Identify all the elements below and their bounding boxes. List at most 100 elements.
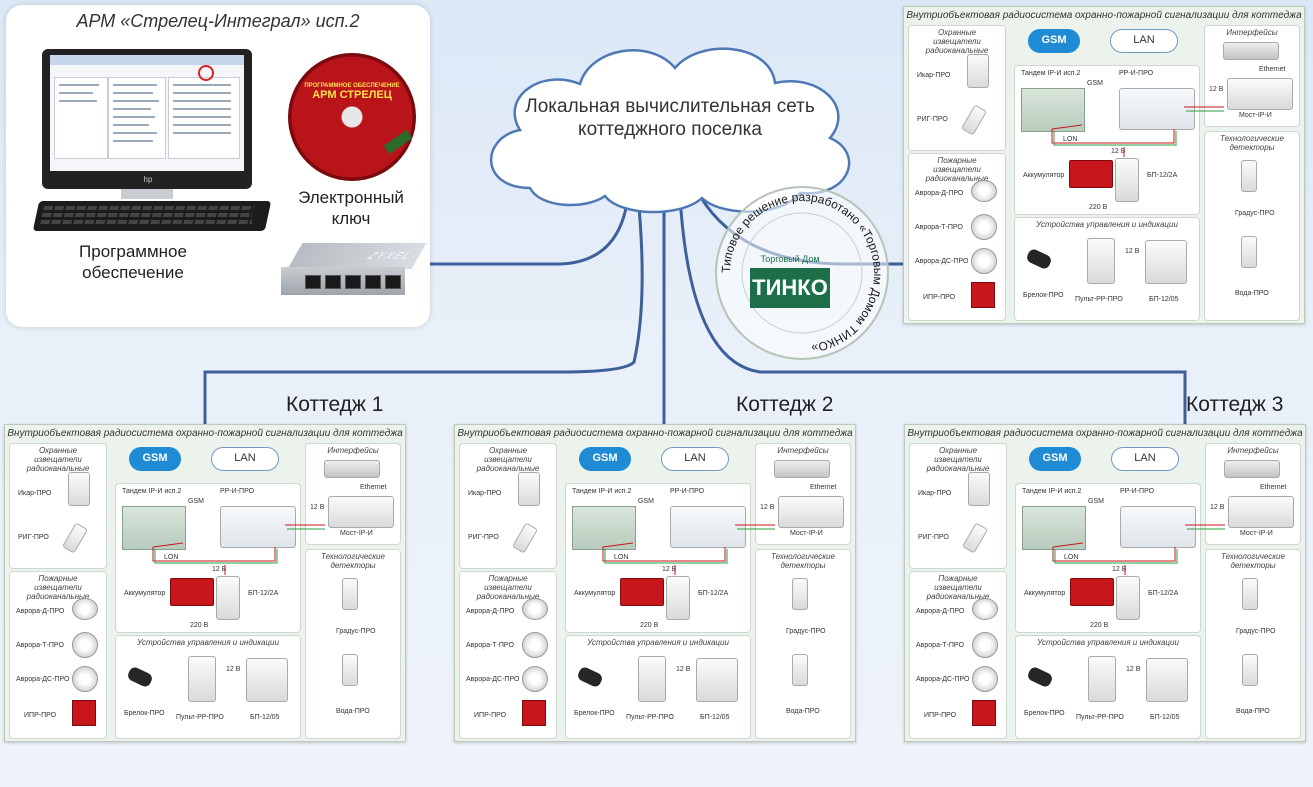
cottage-label-2: Коттедж 2 <box>736 393 834 416</box>
console-icon <box>1087 238 1115 284</box>
temperature-detector-icon <box>1241 160 1257 192</box>
security-detectors-box: Охранные извещатели радиоканальные Икар-… <box>459 443 557 569</box>
security-title: Охранные извещатели радиоканальные <box>926 446 990 473</box>
panel-title: Внутриобъектовая радиосистема охранно-по… <box>906 10 1302 21</box>
psu-device-icon <box>1115 158 1139 202</box>
psu-label: БП-12/2А <box>1147 172 1178 179</box>
bridge-label: Мост-IP-И <box>1239 112 1272 119</box>
security-title: Охранные извещатели радиоканальные <box>26 446 90 473</box>
software-label-line1: Программное <box>79 242 187 261</box>
temperature-detector-icon <box>342 578 358 610</box>
control-12v-label: 12 В <box>676 666 691 673</box>
tandem-label: Тандем IP-И исп.2 <box>572 488 632 495</box>
keyboard <box>32 201 272 231</box>
temperature-detector-icon <box>1242 578 1258 610</box>
ethernet-label: Ethernet <box>1259 66 1286 73</box>
heat-detector-icon <box>72 632 98 658</box>
rr-label: РР-И-ПРО <box>1120 488 1155 495</box>
tandem-gsm-label: GSM <box>188 498 204 505</box>
voda-label: Вода-ПРО <box>786 708 820 715</box>
keyfob-icon <box>126 665 154 689</box>
fire-title: Пожарные извещатели радиоканальные <box>925 156 989 183</box>
battery-icon <box>1070 578 1114 606</box>
bridge-device-icon <box>1228 496 1294 528</box>
panel-title: Внутриобъектовая радиосистема охранно-по… <box>457 428 853 439</box>
console-label: Пульт-РР-ПРО <box>176 714 224 721</box>
rig-label: РИГ-ПРО <box>917 116 948 123</box>
battery-label: Аккумулятор <box>1024 590 1066 597</box>
lan-cloud-small: LAN <box>1110 29 1178 53</box>
combined-detector-icon <box>72 666 98 692</box>
bridge-12v-label: 12 В <box>760 504 775 511</box>
psu-device-icon <box>1116 576 1140 620</box>
tandem-device-icon <box>1022 506 1086 550</box>
lan-label: Локальная вычислительная сеть коттеджног… <box>500 95 840 141</box>
cottage-label-1: Коттедж 1 <box>286 393 384 416</box>
bridge-device-icon <box>328 496 394 528</box>
ethernet-label: Ethernet <box>810 484 837 491</box>
psu-small-icon <box>1146 658 1188 702</box>
avrora-ds-label: Аврора-ДС-ПРО <box>16 676 70 683</box>
bridge-device-icon <box>778 496 844 528</box>
electronic-key-label: Электронный ключ <box>276 187 426 229</box>
fire-title: Пожарные извещатели радиоканальные <box>476 574 540 601</box>
magnetic-contact-icon <box>511 522 539 554</box>
avrora-d-label: Аврора-Д-ПРО <box>916 608 965 615</box>
interfaces-title: Интерфейсы <box>777 446 829 455</box>
monitor-stand <box>121 189 173 199</box>
fire-detectors-box: Пожарные извещатели радиоканальные Аврор… <box>908 153 1006 321</box>
ethernet-switch-icon <box>324 460 380 478</box>
combined-detector-icon <box>972 666 998 692</box>
avrora-ds-label: Аврора-ДС-ПРО <box>915 258 969 265</box>
cottage-system-panel-2: Внутриобъектовая радиосистема охранно-по… <box>454 424 856 742</box>
usb-key-icon <box>383 129 413 155</box>
magnetic-contact-icon <box>961 522 989 554</box>
tandem-device-icon <box>122 506 186 550</box>
battery-icon <box>620 578 664 606</box>
rig-label: РИГ-ПРО <box>468 534 499 541</box>
radio-expander-icon <box>670 506 746 548</box>
temperature-detector-icon <box>792 578 808 610</box>
voda-label: Вода-ПРО <box>336 708 370 715</box>
psu-label: БП-12/2А <box>248 590 279 597</box>
magnetic-contact-icon <box>960 104 988 136</box>
psu-small-icon <box>1145 240 1187 284</box>
network-switch: ZYXEL <box>281 243 427 295</box>
voda-label: Вода-ПРО <box>1236 708 1270 715</box>
screen-tree-pane <box>54 77 108 159</box>
tech-detectors-box: Технологические детекторы Градус-ПРО Вод… <box>1204 131 1300 321</box>
keyfob-icon <box>1026 665 1054 689</box>
tandem-device-icon <box>572 506 636 550</box>
lan-cloud <box>490 47 851 214</box>
gsm-cloud: GSM <box>1028 29 1080 53</box>
ipr-label: ИПР-ПРО <box>474 712 507 719</box>
screen-context-menu <box>108 77 166 159</box>
keyfob-label: Брелок-ПРО <box>124 710 165 717</box>
interfaces-box: Интерфейсы Ethernet 12 В Мост-IP-И <box>1205 443 1301 545</box>
avrora-d-label: Аврора-Д-ПРО <box>915 190 964 197</box>
combined-detector-icon <box>522 666 548 692</box>
mouse <box>252 205 266 229</box>
avrora-t-label: Аврора-Т-ПРО <box>915 224 963 231</box>
ethernet-label: Ethernet <box>360 484 387 491</box>
ethernet-switch-icon <box>774 460 830 478</box>
psu-12v-label: 12 В <box>662 566 677 573</box>
console-label: Пульт-РР-ПРО <box>1076 714 1124 721</box>
security-detectors-box: Охранные извещатели радиоканальные Икар-… <box>9 443 107 569</box>
motion-detector-icon <box>68 472 90 506</box>
cd-label: ПРОГРАММНОЕ ОБЕСПЕЧЕНИЕ АРМ СТРЕЛЕЦ <box>304 83 400 101</box>
control-12v-label: 12 В <box>1125 248 1140 255</box>
psu-12v-label: 12 В <box>1112 566 1127 573</box>
bridge-label: Мост-IP-И <box>1240 530 1273 537</box>
console-icon <box>188 656 216 702</box>
console-icon <box>638 656 666 702</box>
psu-small-icon <box>696 658 738 702</box>
tech-title: Технологические детекторы <box>1221 552 1285 570</box>
screen-titlebar <box>50 55 244 65</box>
avrora-d-label: Аврора-Д-ПРО <box>466 608 515 615</box>
rig-label: РИГ-ПРО <box>18 534 49 541</box>
water-detector-icon <box>1241 236 1257 268</box>
lon-label: LON <box>1063 136 1078 143</box>
lan-label-line1: Локальная вычислительная сеть <box>525 96 815 117</box>
mains-220v-label: 220 В <box>190 622 209 629</box>
